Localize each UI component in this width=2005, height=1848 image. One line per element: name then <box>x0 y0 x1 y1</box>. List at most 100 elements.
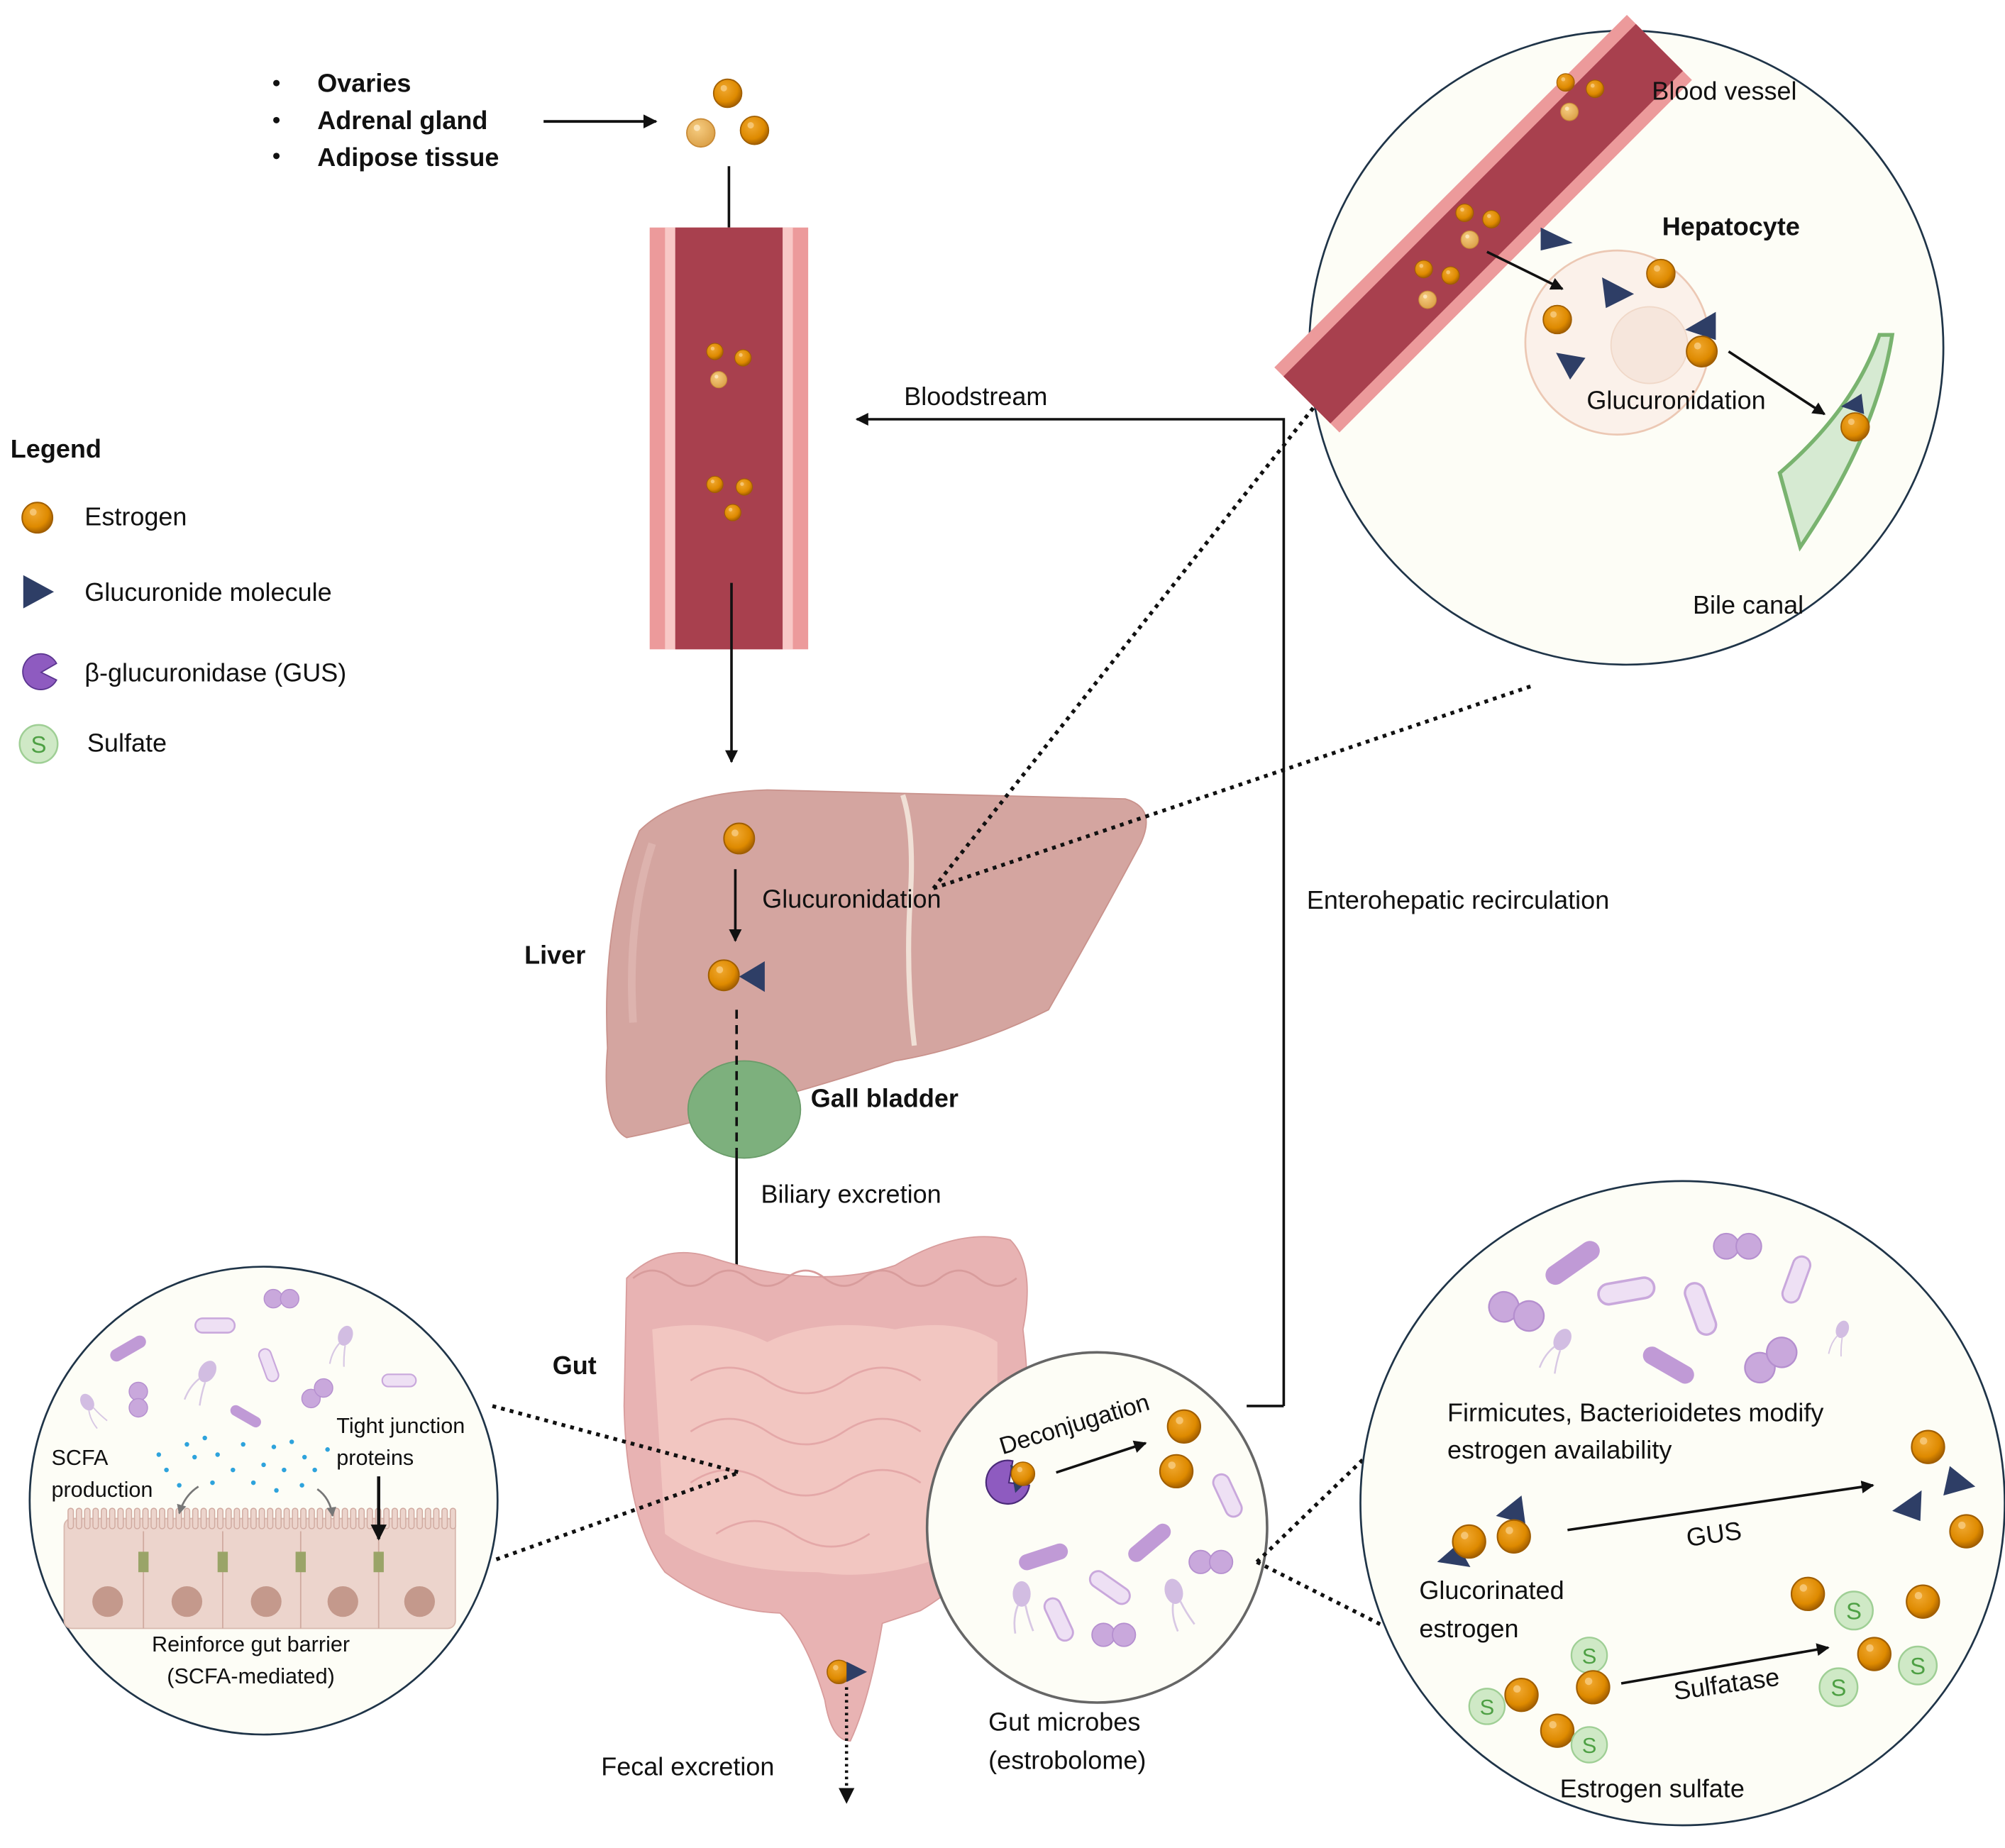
estrogen-icon <box>1576 1670 1611 1705</box>
estrogen-icon <box>723 822 756 855</box>
sulfatase-arrow <box>1620 1643 1830 1685</box>
glucuronide-icon <box>1556 353 1586 380</box>
villus <box>209 1507 216 1529</box>
sulfate-icon <box>1570 1637 1608 1674</box>
estrogen-icon <box>1857 1637 1892 1671</box>
glucuronide-icon <box>1496 1495 1525 1524</box>
gus-enzyme-icon <box>22 653 57 690</box>
glucuronide-icon <box>1437 1544 1471 1568</box>
glucuronide-icon <box>846 1661 868 1683</box>
fecal-excretion-label: Fecal excretion <box>601 1752 774 1781</box>
estrogen-icon <box>734 349 752 367</box>
hepatocyte-label: Hepatocyte <box>1662 212 1800 241</box>
source-adipose-tissue: Adipose tissue <box>317 143 499 172</box>
estrogen-icon <box>1504 1678 1539 1713</box>
villus <box>142 1507 149 1529</box>
reinforce-label-line2: (SCFA-mediated) <box>167 1664 335 1688</box>
estrogen-icon <box>1560 102 1579 121</box>
tight-junction <box>217 1551 228 1573</box>
glucuronide-icon <box>1685 311 1716 341</box>
scfa-molecule <box>282 1467 287 1473</box>
bullet <box>273 79 280 87</box>
epithelium <box>63 1507 456 1630</box>
tight-junction <box>138 1551 149 1573</box>
bullet <box>273 153 280 160</box>
inset-glucuronidation-label: Glucuronidation <box>1586 386 1765 415</box>
estrogen-icon <box>1452 1524 1486 1559</box>
enterohepatic-loop: Bloodstream Enterohepatic recirculation <box>855 382 1609 1407</box>
scfa-molecule <box>192 1454 197 1460</box>
scfa-molecule <box>302 1454 307 1460</box>
estrogen-icon <box>1906 1584 1940 1619</box>
villus <box>150 1507 158 1529</box>
sulfate-icon <box>1833 1590 1874 1631</box>
villus <box>341 1507 348 1529</box>
sulfate-icon <box>1818 1667 1859 1708</box>
estrogen-icon <box>1414 260 1433 279</box>
estrogen-icon <box>707 959 740 992</box>
tight-junction-label-line1: Tight junction <box>336 1414 465 1438</box>
hepatocyte-inset: Blood vessel Hepatocyte Glucuronidation … <box>1274 15 1945 666</box>
deconjugation-arrow <box>1056 1440 1147 1474</box>
zoom-connector <box>1255 1453 1370 1564</box>
scfa-molecule <box>210 1480 215 1485</box>
villus <box>92 1507 99 1529</box>
bile-canal <box>1777 333 1895 552</box>
reinforce-label-line1: Reinforce gut barrier <box>152 1632 350 1656</box>
estrogen-icon <box>1455 204 1474 222</box>
gus-enzyme-icon <box>985 1459 1031 1505</box>
estrogen-icon <box>735 478 753 496</box>
glucuronide-icon <box>1943 1466 1976 1496</box>
villus <box>192 1507 199 1529</box>
gut-barrier-inset: SCFA production Tight junction proteins … <box>28 1266 499 1736</box>
sulfate-icon <box>1468 1688 1506 1725</box>
estrogen-icon <box>1010 1461 1036 1486</box>
estrogen-icon <box>1542 304 1572 335</box>
liver: Glucuronidation Liver Gall bladder <box>524 789 1147 1159</box>
estrogen-icon <box>1159 1454 1194 1489</box>
legend-title: Legend <box>11 434 101 463</box>
recirculation-arrow <box>855 412 1286 1406</box>
villus <box>449 1507 456 1529</box>
source-ovaries: Ovaries <box>317 69 411 98</box>
villus <box>75 1507 82 1529</box>
estrogen-icon <box>706 343 724 360</box>
scfa-molecule <box>271 1444 277 1449</box>
glucuronidation-label: Glucuronidation <box>762 884 941 913</box>
villus <box>433 1507 440 1529</box>
villus <box>308 1507 315 1529</box>
estrogen-icon <box>1686 336 1718 367</box>
scfa-dots <box>156 1435 330 1493</box>
villus <box>408 1507 415 1529</box>
estrogen-icon <box>1556 73 1575 92</box>
scfa-arrow <box>316 1488 336 1517</box>
estrogen-icon <box>686 118 716 148</box>
sulfate-icon <box>18 724 59 764</box>
villus <box>158 1507 165 1529</box>
estrogen-icon <box>1840 412 1870 442</box>
villus <box>267 1507 274 1529</box>
scfa-molecule <box>164 1467 169 1473</box>
zoom-connector <box>932 683 1535 890</box>
scfa-molecule <box>177 1483 182 1488</box>
villus <box>109 1507 116 1529</box>
estrogen-icon <box>1441 266 1460 285</box>
villus <box>101 1507 108 1529</box>
biliary-excretion-label: Biliary excretion <box>761 1179 941 1208</box>
scfa-molecule <box>156 1452 162 1457</box>
glucorinated-label-line1: Glucorinated <box>1419 1576 1564 1605</box>
villus <box>391 1507 398 1529</box>
estrogen-icon <box>1482 210 1501 228</box>
glucuronide-icon <box>1602 277 1635 309</box>
gus-arrow <box>1567 1481 1874 1532</box>
villus <box>250 1507 257 1529</box>
estrogen-icon <box>724 504 741 521</box>
gall-bladder-label: Gall bladder <box>811 1083 959 1112</box>
villus <box>358 1507 365 1529</box>
estrogen-cluster <box>686 78 770 148</box>
villus <box>67 1507 74 1529</box>
tight-junction-label-line2: proteins <box>336 1446 414 1470</box>
estrobolome-inset: Firmicutes, Bacterioidetes modify estrog… <box>1359 1180 2005 1827</box>
estrogen-icon <box>21 502 54 534</box>
